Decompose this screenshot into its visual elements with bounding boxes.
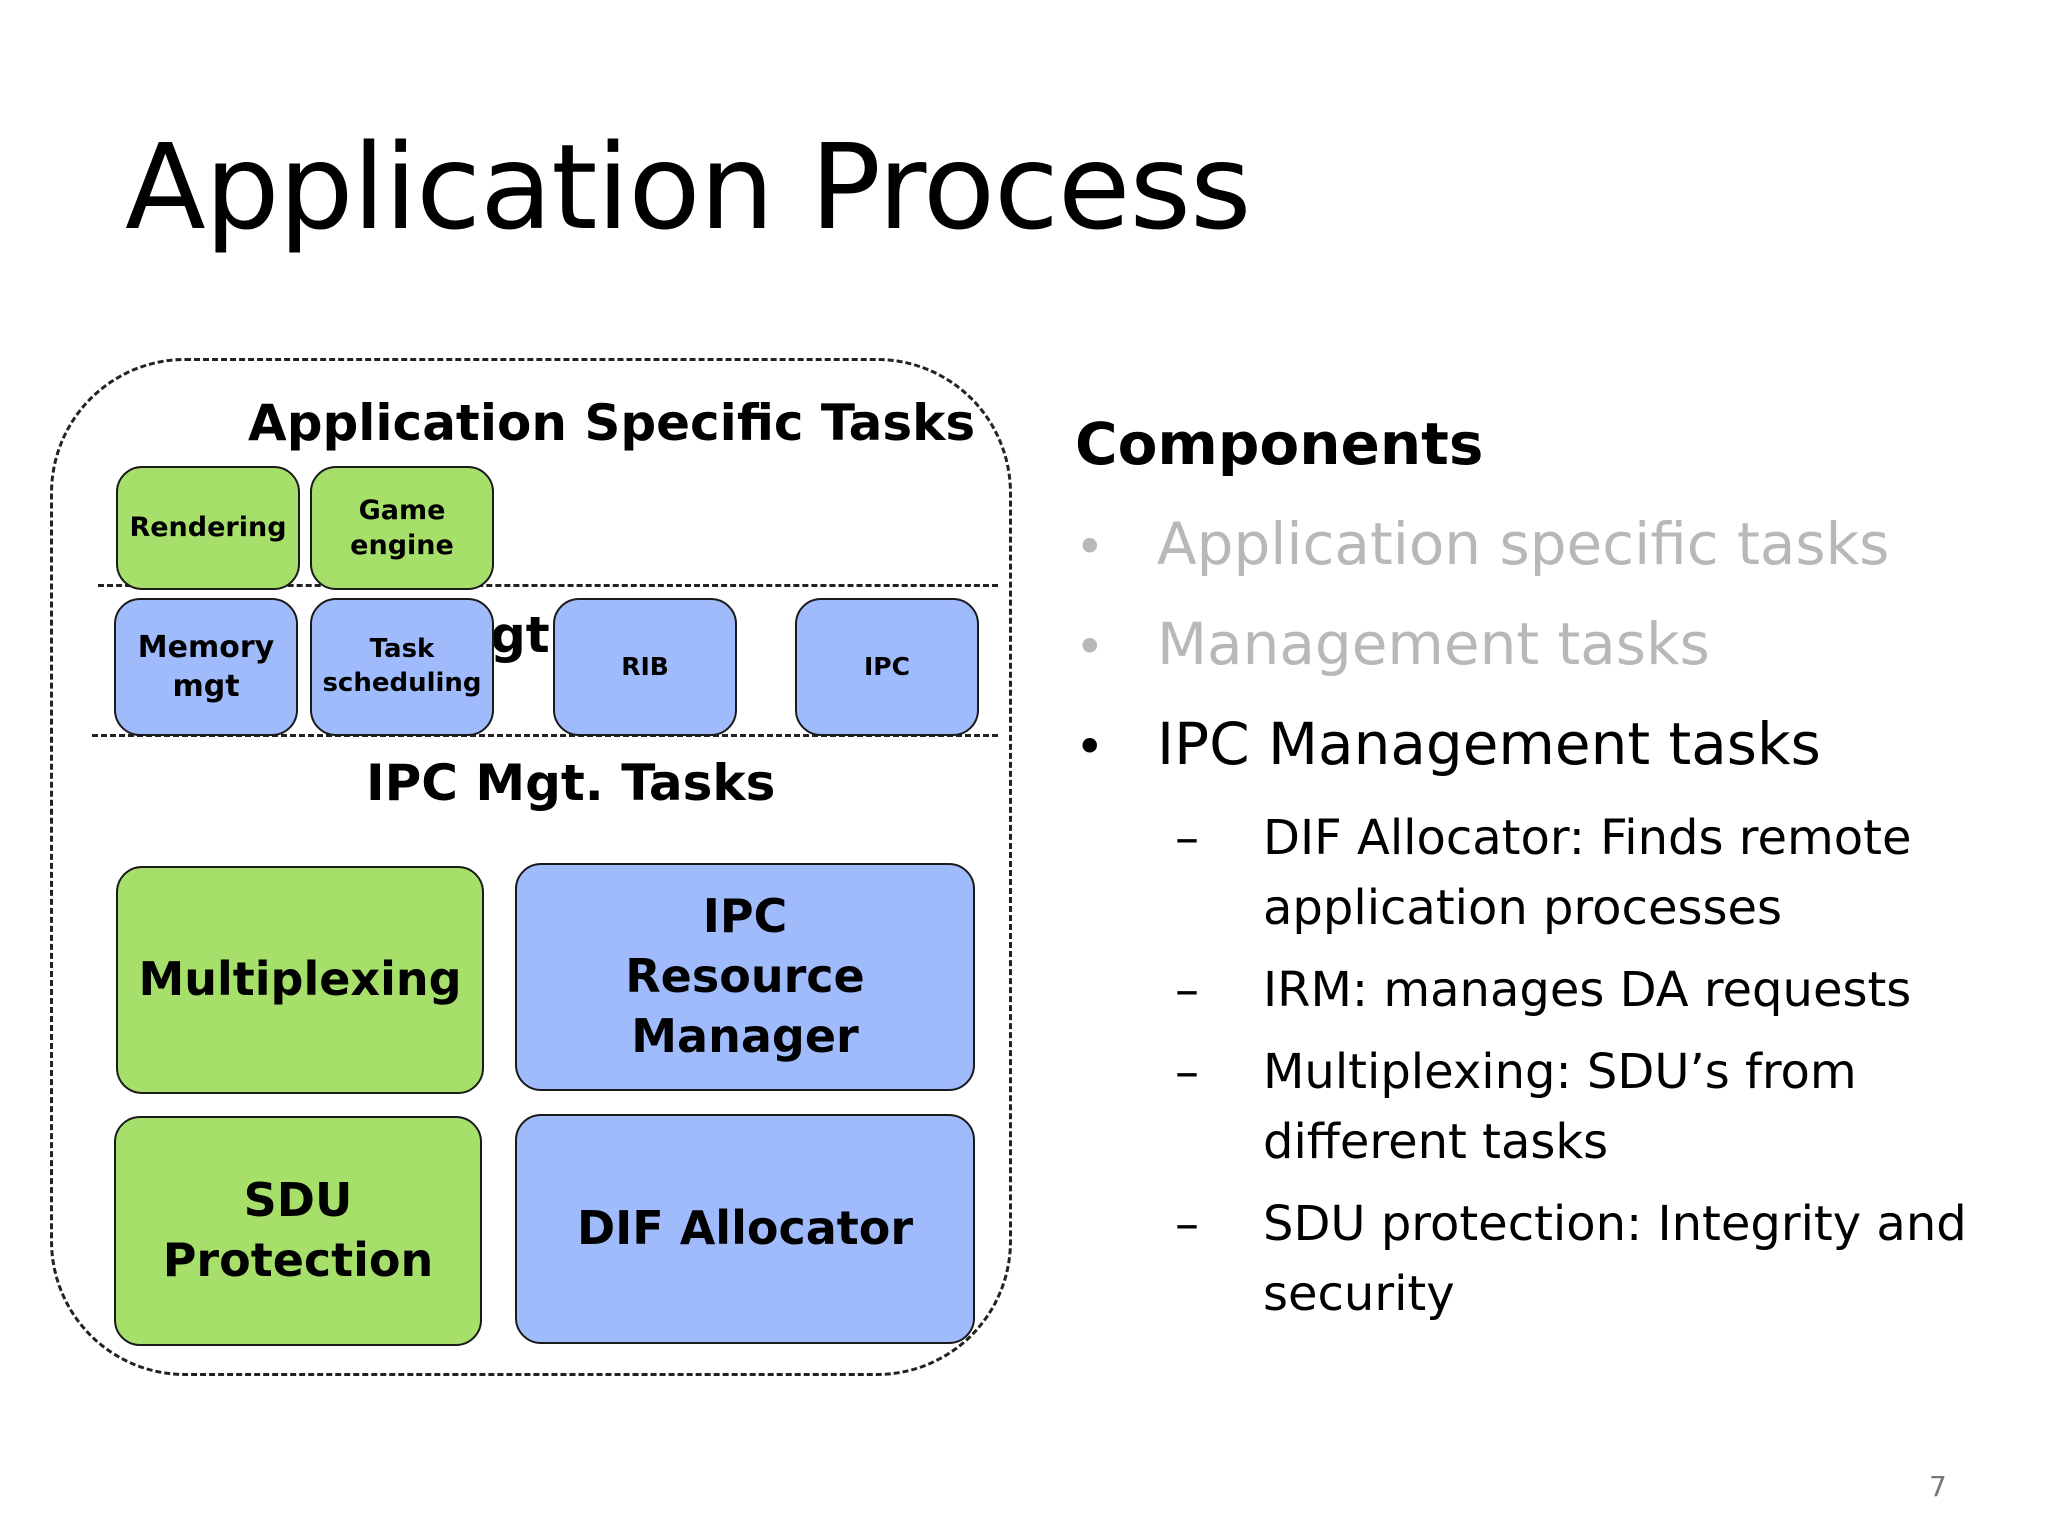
memory-mgt-box: Memory mgt: [114, 598, 298, 736]
task-scheduling-box: Task scheduling: [310, 598, 494, 736]
sub-bullet-multiplexing: – Multiplexing: SDU’s from different tas…: [1175, 1037, 1863, 1177]
dif-allocator-box: DIF Allocator: [515, 1114, 975, 1344]
multiplexing-box: Multiplexing: [116, 866, 484, 1094]
application-process-diagram: Application Specific Tasks gt. IPC Mgt. …: [50, 358, 1016, 1380]
slide-title: Application Process: [125, 118, 1251, 256]
process-boundary: [50, 358, 1012, 1376]
divider-top: [98, 584, 998, 587]
ipc-resource-manager-box: IPC Resource Manager: [515, 863, 975, 1091]
page-number: 7: [1929, 1470, 1947, 1503]
sub-bullet-dash: –: [1175, 962, 1199, 1018]
divider-bottom: [92, 734, 998, 737]
bullet-text: Application specific tasks: [1157, 510, 1890, 578]
app-specific-tasks-label: Application Specific Tasks: [248, 394, 976, 452]
sub-bullet-dash: –: [1175, 810, 1199, 866]
bullet-text: Management tasks: [1157, 610, 1710, 678]
bullet-dot: •: [1075, 518, 1105, 576]
sdu-protection-box: SDU Protection: [114, 1116, 482, 1346]
sub-bullet-text: SDU protection: Integrity and security: [1263, 1196, 1967, 1322]
sub-bullet-irm: – IRM: manages DA requests: [1175, 955, 2023, 1025]
sub-bullet-dash: –: [1175, 1044, 1199, 1100]
rib-box: RIB: [553, 598, 737, 736]
sub-bullet-text: IRM: manages DA requests: [1263, 962, 1912, 1018]
game-engine-box: Game engine: [310, 466, 494, 590]
rendering-box: Rendering: [116, 466, 300, 590]
sub-bullet-dash: –: [1175, 1196, 1199, 1252]
bullet-ipc-management-tasks: • IPC Management tasks: [1075, 710, 1821, 778]
bullet-management-tasks: • Management tasks: [1075, 610, 1710, 678]
sub-bullet-text: DIF Allocator: Finds remote application …: [1263, 810, 1912, 936]
ipc-mgt-tasks-label: IPC Mgt. Tasks: [366, 754, 776, 812]
bullet-application-specific-tasks: • Application specific tasks: [1075, 510, 1889, 578]
sub-bullet-dif-allocator: – DIF Allocator: Finds remote applicatio…: [1175, 803, 2023, 943]
ipc-box: IPC: [795, 598, 979, 736]
bullet-text: IPC Management tasks: [1157, 710, 1821, 778]
bullet-dot: •: [1075, 618, 1105, 676]
sub-bullet-sdu-protection: – SDU protection: Integrity and security: [1175, 1189, 2023, 1329]
bullet-dot: •: [1075, 718, 1105, 776]
components-heading: Components: [1075, 410, 1484, 478]
sub-bullet-text: Multiplexing: SDU’s from different tasks: [1263, 1044, 1857, 1170]
